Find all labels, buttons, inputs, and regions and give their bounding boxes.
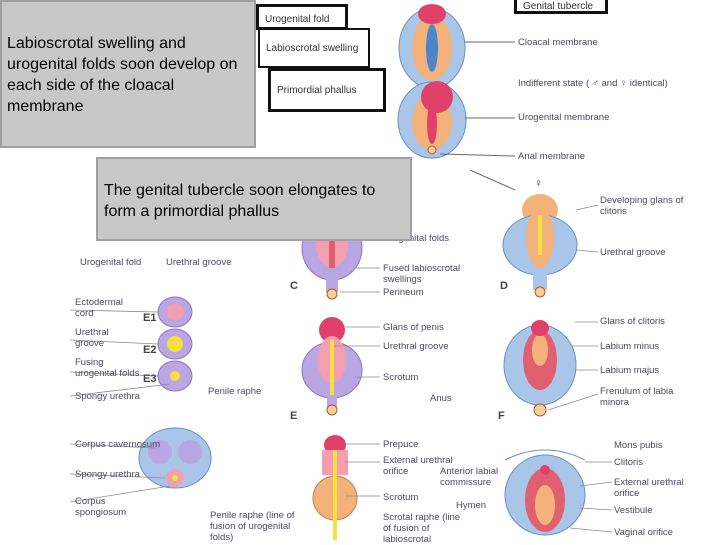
perineum-label: Perineum (383, 287, 424, 298)
stage-g-drawing (312, 435, 358, 540)
hymen-label: Hymen (456, 500, 487, 511)
external-urethral-orifice-f-label: External urethral orifice (614, 477, 684, 499)
stage-a-leaders (439, 41, 516, 191)
vestibule-label: Vestibule (614, 505, 653, 516)
penile-raphe-g-label: Penile raphe (line of fusion of urogenit… (210, 510, 295, 543)
label-e2: E2 (143, 344, 157, 356)
urethral-groove-mid-label: Urethral groove (383, 341, 449, 352)
genital-tubercle-callout: The genital tubercle soon elongates to f… (96, 157, 412, 241)
cloacal-membrane-label: Cloacal membrane (518, 37, 598, 48)
scrotal-raphe-label: Scrotal raphe (line of fusion of labiosc… (383, 512, 461, 545)
scrotum-e-label: Scrotum (383, 372, 419, 383)
stage-e-sections (157, 296, 193, 392)
urethral-groove-e-label: Urethral groove (75, 327, 109, 349)
fused-labioscrotal-label: Fused labioscrotal swellings (383, 263, 461, 285)
external-urethral-orifice-label: External urethral orifice (383, 455, 453, 477)
stage-d-drawing (502, 194, 578, 298)
mons-pubis-label: Mons pubis (614, 440, 663, 451)
genital-tubercle-box: Genital tubercle (514, 0, 608, 14)
glans-clitoris-label: Glans of clitoris (600, 316, 665, 327)
leader-lines (69, 204, 613, 533)
developing-glans-label: Developing glans of clitoris (600, 195, 684, 217)
anus-label: Anus (430, 393, 452, 404)
label-c: C (290, 280, 298, 292)
stage-e-drawing (301, 317, 363, 416)
genital-tubercle-label: Genital tubercle (523, 1, 594, 12)
corpus-cavernosum-label: Corpus cavernosum (75, 439, 161, 450)
clitoris-label: Clitoris (614, 457, 644, 468)
labium-minus-label: Labium minus (600, 341, 660, 352)
ectodermal-cord-label: Ectodermal cord (75, 297, 124, 319)
urethral-groove-d-label: Urethral groove (600, 247, 666, 258)
penile-raphe-e-label: Penile raphe (208, 386, 262, 397)
label-f: F (498, 410, 505, 422)
urogenital-fold-left-label: Urogenital fold (80, 257, 142, 268)
primordial-phallus-box: Primordial phallus (268, 68, 386, 112)
stage-a-drawing (397, 4, 467, 159)
urogenital-membrane-label: Urogenital membrane (518, 112, 610, 123)
fusing-folds-label: Fusing urogenital folds (75, 357, 140, 379)
genital-tubercle-callout-text: The genital tubercle soon elongates to f… (104, 182, 376, 220)
labium-majus-label: Labium majus (600, 365, 660, 376)
label-d: D (500, 280, 508, 292)
urogenital-fold-box: Urogenital fold (256, 4, 348, 30)
label-e1: E1 (143, 312, 157, 324)
urogenital-fold-label: Urogenital fold (265, 14, 330, 25)
scrotum-g-label: Scrotum (383, 492, 419, 503)
spongy-urethra-g-label: Spongy urethra (75, 469, 140, 480)
frenulum-label: Frenulum of labia minora (600, 386, 674, 408)
anterior-commissure-label: Anterior labial commissure (440, 466, 499, 488)
urogenital-folds-label: Urogenital folds (383, 233, 450, 244)
labioscrotal-callout-text: Labioscrotal swelling and urogenital fol… (7, 35, 238, 115)
urethral-groove-left-label: Urethral groove (166, 257, 232, 268)
stage-g-section (138, 427, 212, 489)
label-e3: E3 (143, 373, 157, 385)
labioscrotal-swelling-label: Labioscrotal swelling (266, 43, 359, 54)
labioscrotal-callout: Labioscrotal swelling and urogenital fol… (0, 0, 256, 148)
labioscrotal-swelling-box: Labioscrotal swelling (258, 28, 370, 68)
label-e: E (290, 410, 298, 422)
corpus-spongiosum-label: Corpus spongiosum (75, 496, 127, 518)
primordial-phallus-label: Primordial phallus (277, 85, 357, 96)
stage-f-drawing (503, 320, 577, 417)
indifferent-state-label: Indifferent state ( ♂ and ♀ identical) (518, 78, 668, 89)
spongy-urethra-e-label: Spongy urethra (75, 391, 140, 402)
prepuce-label: Prepuce (383, 439, 419, 450)
female-symbol: ♀ (534, 176, 543, 190)
anal-membrane-label: Anal membrane (518, 151, 586, 162)
vaginal-orifice-label: Vaginal orifice (614, 527, 673, 538)
stage-h-drawing (504, 449, 586, 536)
glans-penis-label: Glans of penis (383, 322, 444, 333)
